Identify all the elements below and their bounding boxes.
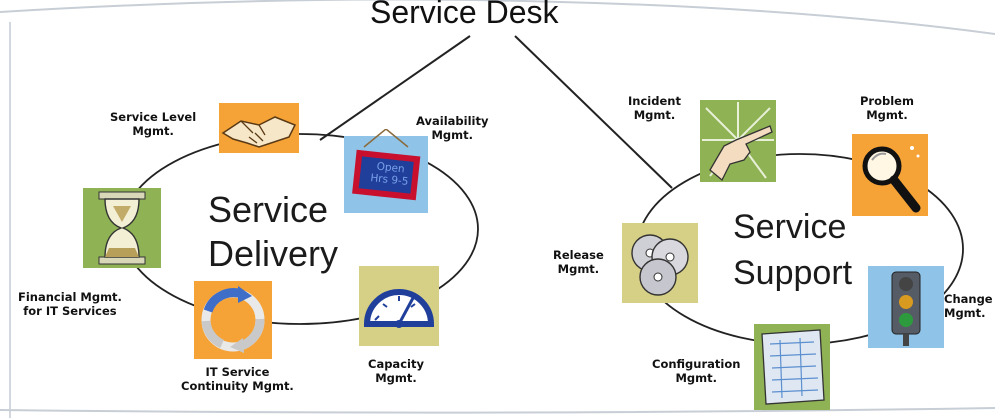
problem-line2: Mgmt. <box>866 108 908 122</box>
delivery-line1: Service <box>208 189 329 230</box>
release-line2: Mgmt. <box>557 262 600 276</box>
service-delivery-label: Service Delivery <box>208 188 338 276</box>
problem-line1: Problem <box>860 94 914 108</box>
configuration-line2: Mgmt. <box>675 371 717 385</box>
page-frame-bottom <box>0 407 995 414</box>
incident-line1: Incident <box>628 94 681 108</box>
delivery-line2: Delivery <box>208 233 339 274</box>
capacity-line1: Capacity <box>368 357 424 371</box>
problem-label: Problem Mgmt. <box>860 94 914 122</box>
configuration-line1: Configuration <box>652 357 741 371</box>
service-level-line2: Mgmt. <box>132 124 174 138</box>
change-line1: Change <box>944 292 993 306</box>
financial-line2: for IT Services <box>23 304 117 318</box>
desk-to-delivery-line <box>319 35 471 141</box>
handshake-icon <box>219 103 299 153</box>
availability-line1: Availability <box>416 114 489 128</box>
availability-label: Availability Mgmt. <box>416 114 488 142</box>
capacity-label: Capacity Mgmt. <box>368 357 424 385</box>
change-label: Change Mgmt. <box>944 292 993 320</box>
support-line1: Service <box>733 208 847 246</box>
open-sign-icon: Open Hrs 9-5 <box>344 128 428 213</box>
financial-line1: Financial Mgmt. <box>18 290 122 304</box>
incident-label: Incident Mgmt. <box>628 94 681 122</box>
page-title: Service Desk <box>370 0 559 30</box>
hourglass-icon <box>83 188 161 268</box>
financial-label: Financial Mgmt. for IT Services <box>18 290 122 318</box>
blueprint-icon <box>754 324 830 410</box>
discs-icon <box>622 223 698 303</box>
service-level-line1: Service Level <box>110 110 197 124</box>
desk-to-support-line <box>514 35 673 189</box>
incident-line2: Mgmt. <box>633 108 676 122</box>
configuration-label: Configuration Mgmt. <box>652 357 740 385</box>
pointing-hand-icon <box>700 100 776 182</box>
cycle-arrows-icon <box>194 281 272 359</box>
release-line1: Release <box>553 248 604 262</box>
availability-line2: Mgmt. <box>431 128 473 142</box>
release-label: Release Mgmt. <box>553 248 604 276</box>
continuity-line1: IT Service <box>205 365 270 379</box>
capacity-line2: Mgmt. <box>375 371 417 385</box>
gauge-icon <box>359 266 439 346</box>
continuity-label: IT Service Continuity Mgmt. <box>181 365 294 393</box>
magnifier-icon <box>852 134 928 216</box>
traffic-light-icon <box>868 266 944 348</box>
service-support-label: Service Support <box>733 204 852 296</box>
change-line2: Mgmt. <box>944 306 986 320</box>
support-line2: Support <box>733 254 853 292</box>
service-level-label: Service Level Mgmt. <box>110 110 196 138</box>
continuity-line2: Continuity Mgmt. <box>181 379 294 393</box>
page-frame-top <box>0 0 995 35</box>
